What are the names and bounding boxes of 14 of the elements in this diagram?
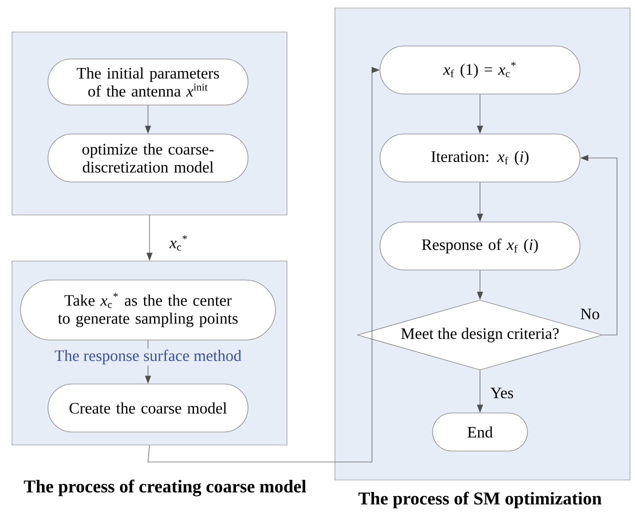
edge-label: No [580,308,600,320]
panel-caption: The process of creating coarse model [24,480,306,496]
process-box: Create the coarse model [48,384,248,432]
panel-caption: The process of SM optimization [358,492,602,508]
process-box: End [432,412,528,452]
edge-label: x$_{c}$* [169,235,187,251]
edge-label: Yes [490,388,514,398]
process-box: Iteration: x$_{f}$ (i) [380,134,580,182]
process-box: Take x$_{c}$$^{*}$ as the the center to generate sampling points [20,280,276,340]
process-box: Response of x$_{f}$ (i) [380,222,580,270]
process-box: x$_{f}$ (1) = x$_{c}$* [380,46,580,94]
process-box: The initial parameters of the antenna x$^{init}$ [48,58,248,106]
process-box: optimize the coarse-discretization model [48,134,248,182]
edge-label: The response surface method [53,348,243,366]
